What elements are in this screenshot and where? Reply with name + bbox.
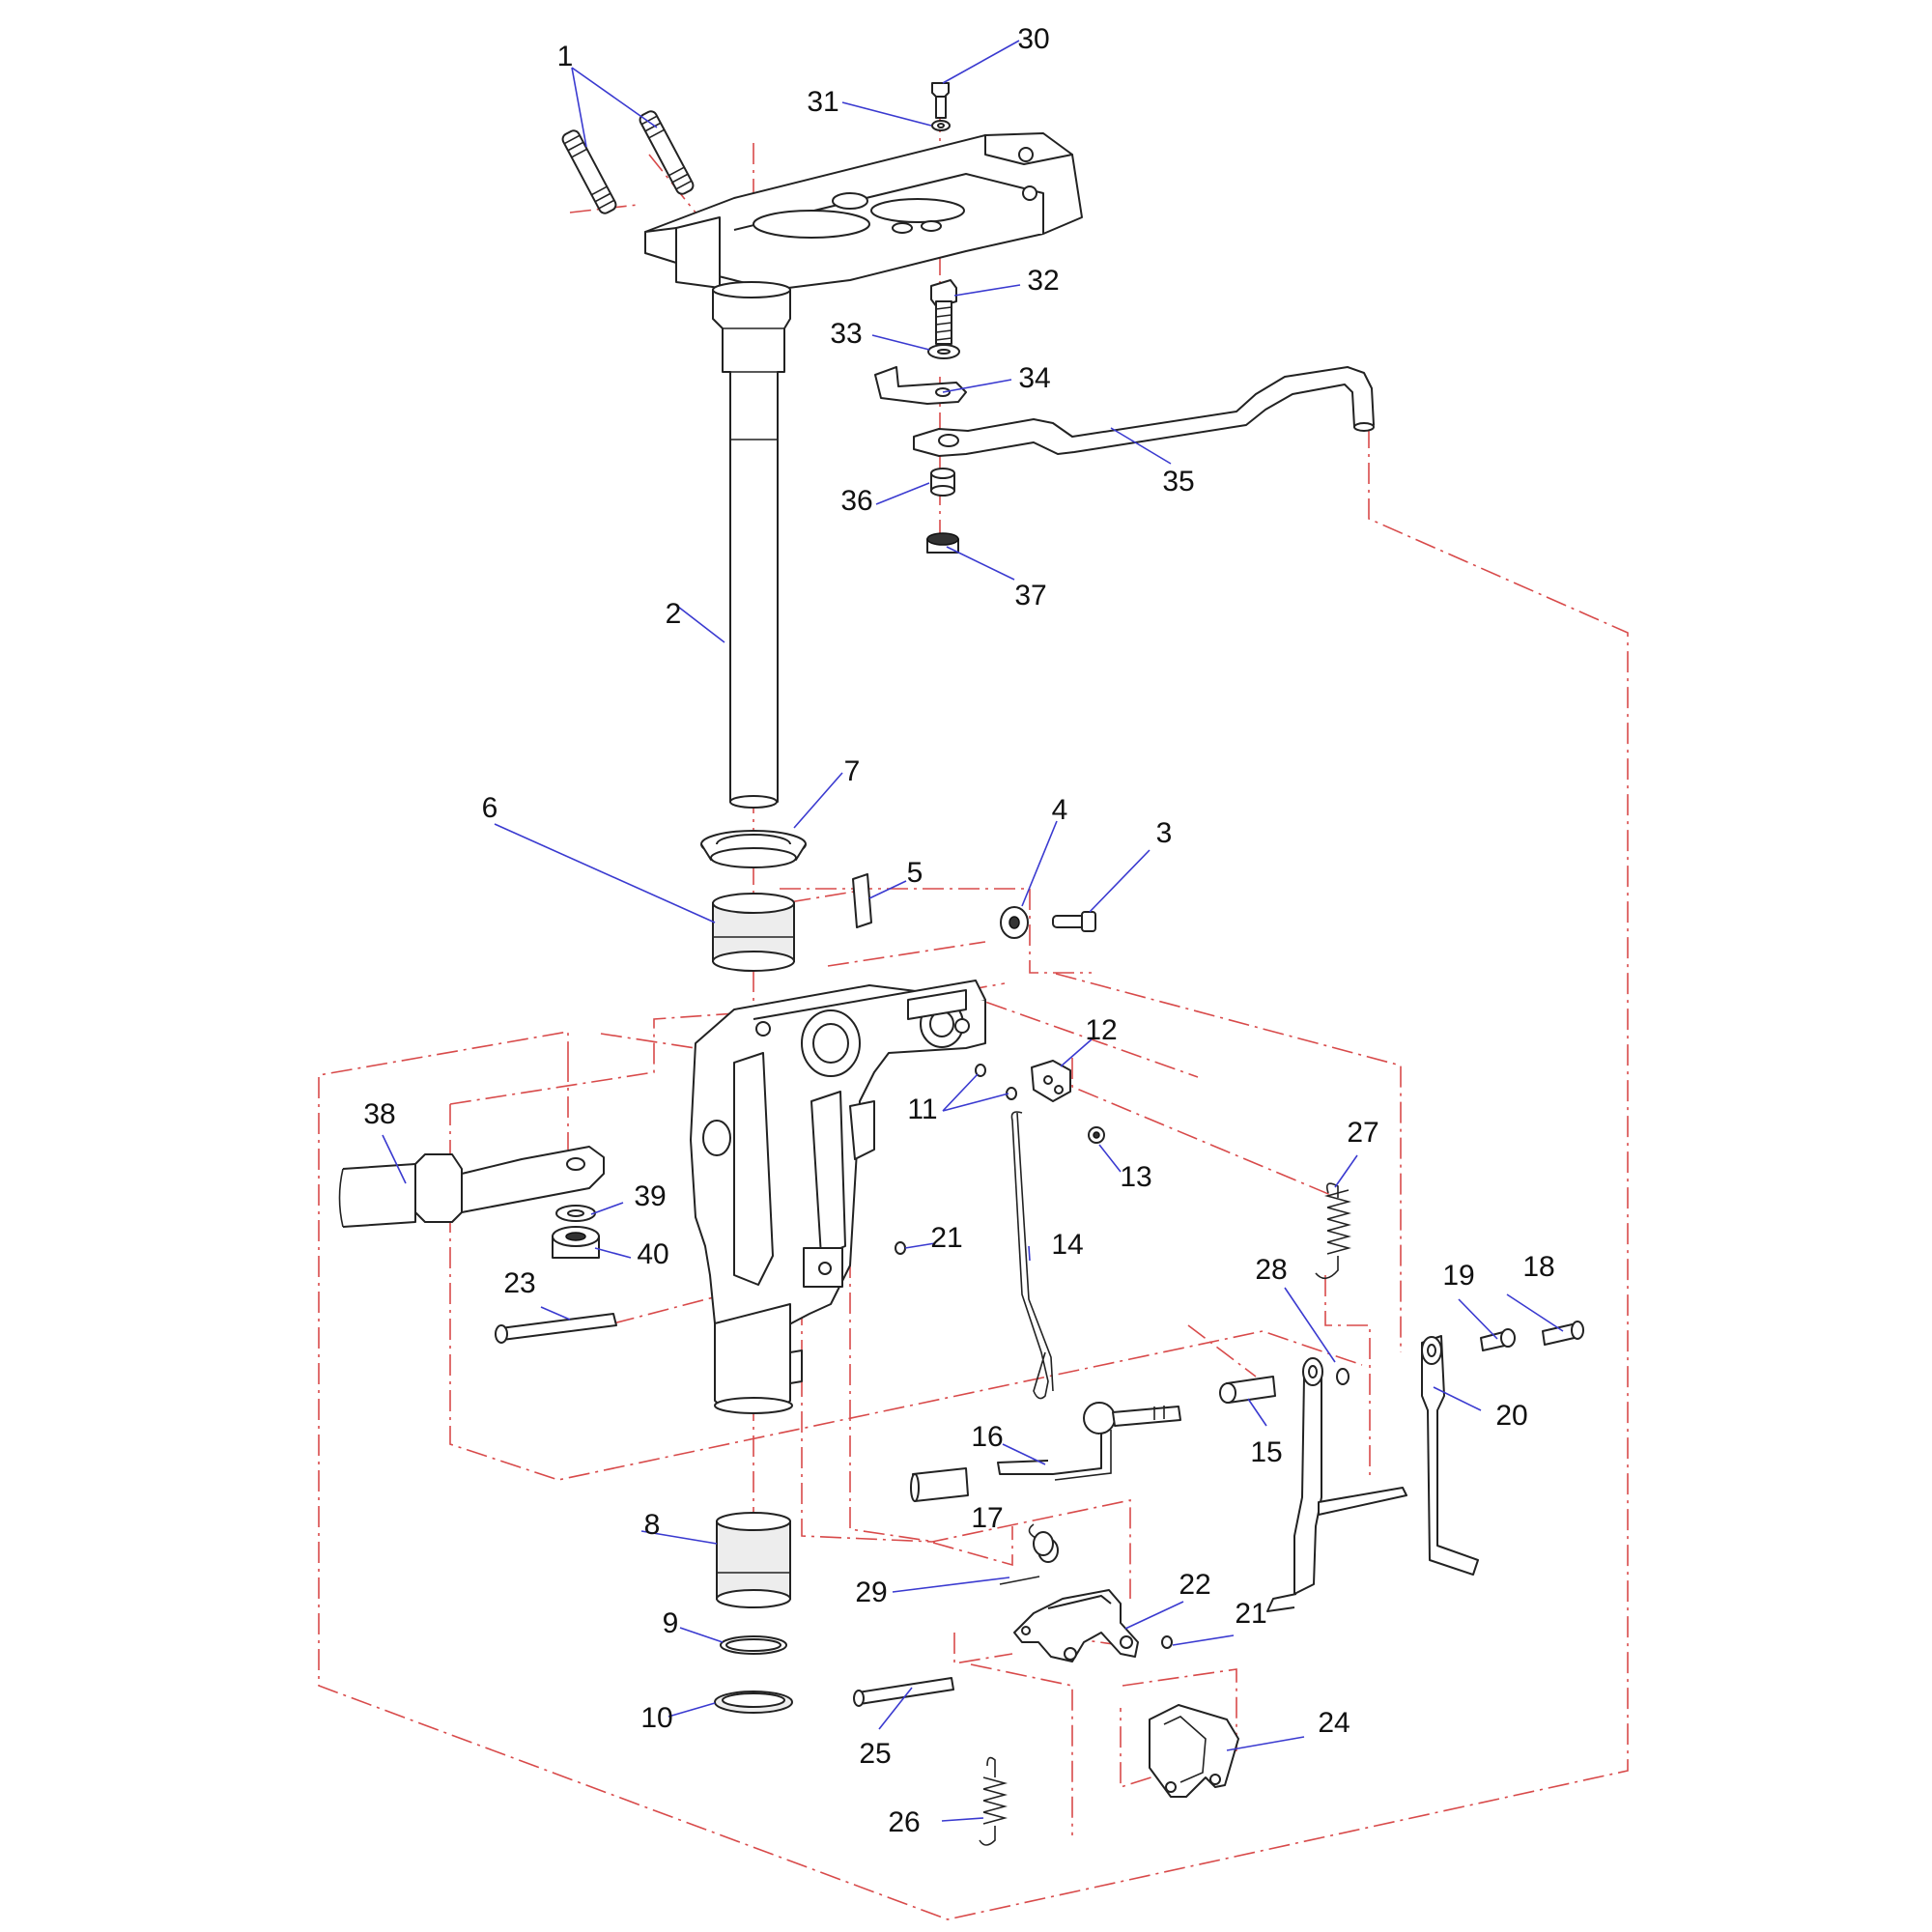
callout-12: 12 xyxy=(1085,1014,1117,1046)
callout-4: 4 xyxy=(1052,794,1068,826)
callout-numbers: 1 2 3 4 5 6 7 8 9 10 11 12 13 14 15 16 1… xyxy=(363,23,1554,1838)
callout-33: 33 xyxy=(830,318,862,350)
callout-35: 35 xyxy=(1162,466,1194,497)
e-clip-lower xyxy=(1161,1635,1173,1649)
washer-31 xyxy=(931,120,951,131)
pivot-bushing xyxy=(1480,1328,1516,1351)
tiller-arm xyxy=(338,1146,605,1228)
callout-32: 32 xyxy=(1027,265,1059,297)
steering-shaft xyxy=(712,281,791,809)
collar-bushing xyxy=(712,893,795,972)
callout-21a: 21 xyxy=(930,1222,962,1254)
callout-9: 9 xyxy=(663,1607,679,1639)
callout-10: 10 xyxy=(640,1702,672,1734)
callout-23: 23 xyxy=(503,1267,535,1299)
callout-16: 16 xyxy=(971,1421,1003,1453)
flange-bushing xyxy=(700,830,807,868)
callout-27: 27 xyxy=(1347,1117,1378,1149)
callout-11: 11 xyxy=(907,1094,937,1125)
callout-5: 5 xyxy=(907,857,923,889)
callout-17: 17 xyxy=(971,1502,1003,1534)
tiller-washer xyxy=(555,1205,596,1222)
clips xyxy=(975,1064,1017,1100)
callout-14: 14 xyxy=(1051,1229,1083,1261)
callout-19: 19 xyxy=(1442,1260,1474,1292)
callout-36: 36 xyxy=(840,485,872,517)
callout-34: 34 xyxy=(1018,362,1050,394)
callout-8: 8 xyxy=(644,1509,661,1541)
callout-18: 18 xyxy=(1522,1251,1554,1283)
callout-29: 29 xyxy=(855,1577,887,1608)
callout-31: 31 xyxy=(807,86,838,118)
link-rod-35 xyxy=(913,366,1375,457)
guide-pin xyxy=(1219,1376,1276,1404)
callout-40: 40 xyxy=(637,1238,668,1270)
bolt-and-washer xyxy=(1000,906,1096,939)
shift-lever xyxy=(1266,1357,1407,1612)
stud-bolts xyxy=(561,110,695,214)
callout-37: 37 xyxy=(1014,580,1046,611)
key-block xyxy=(852,873,872,928)
shift-cam xyxy=(997,1402,1181,1481)
lower-bushing xyxy=(716,1512,791,1608)
rubber-block xyxy=(910,1467,969,1502)
shift-rod xyxy=(1010,1111,1054,1400)
tiller-nut xyxy=(552,1226,600,1259)
callout-28: 28 xyxy=(1255,1254,1287,1286)
nut-37 xyxy=(926,532,959,554)
callout-21b: 21 xyxy=(1235,1598,1266,1630)
callout-24: 24 xyxy=(1318,1707,1350,1739)
callout-7: 7 xyxy=(844,755,861,787)
guide-bracket xyxy=(1149,1704,1239,1798)
pivot-bolt xyxy=(1542,1321,1584,1346)
callout-26: 26 xyxy=(888,1806,920,1838)
callout-1: 1 xyxy=(557,41,574,72)
callout-25: 25 xyxy=(859,1738,891,1770)
callout-22: 22 xyxy=(1179,1569,1210,1601)
return-spring-upper xyxy=(1315,1182,1352,1280)
pivot-pin xyxy=(495,1313,617,1344)
washer-33 xyxy=(927,344,960,359)
plate-34 xyxy=(874,366,967,405)
leader-lines xyxy=(382,40,1564,1822)
swivel-bracket xyxy=(690,980,986,1349)
callout-6: 6 xyxy=(482,792,498,824)
shift-bracket xyxy=(1421,1335,1479,1576)
callout-13: 13 xyxy=(1120,1161,1151,1193)
oil-seal xyxy=(714,1690,793,1714)
screw-30 xyxy=(931,82,950,119)
spacer-36 xyxy=(930,468,955,497)
torsion-spring xyxy=(999,1523,1059,1585)
upper-mount-bracket xyxy=(644,132,1083,291)
link-block xyxy=(1031,1060,1071,1102)
shift-yoke xyxy=(1013,1589,1139,1662)
callout-20: 20 xyxy=(1495,1400,1527,1432)
bolt-32 xyxy=(930,279,957,345)
callout-2: 2 xyxy=(666,598,682,630)
callout-39: 39 xyxy=(634,1180,666,1212)
swivel-lower-tube xyxy=(714,1303,803,1414)
yoke-pin xyxy=(853,1677,954,1707)
callout-30: 30 xyxy=(1017,23,1049,55)
callout-3: 3 xyxy=(1156,817,1173,849)
o-ring xyxy=(720,1635,787,1655)
e-clip-upper xyxy=(895,1241,906,1255)
return-spring-lower xyxy=(979,1756,1009,1846)
screw xyxy=(1088,1126,1105,1144)
callout-38: 38 xyxy=(363,1098,395,1130)
callout-15: 15 xyxy=(1250,1436,1282,1468)
